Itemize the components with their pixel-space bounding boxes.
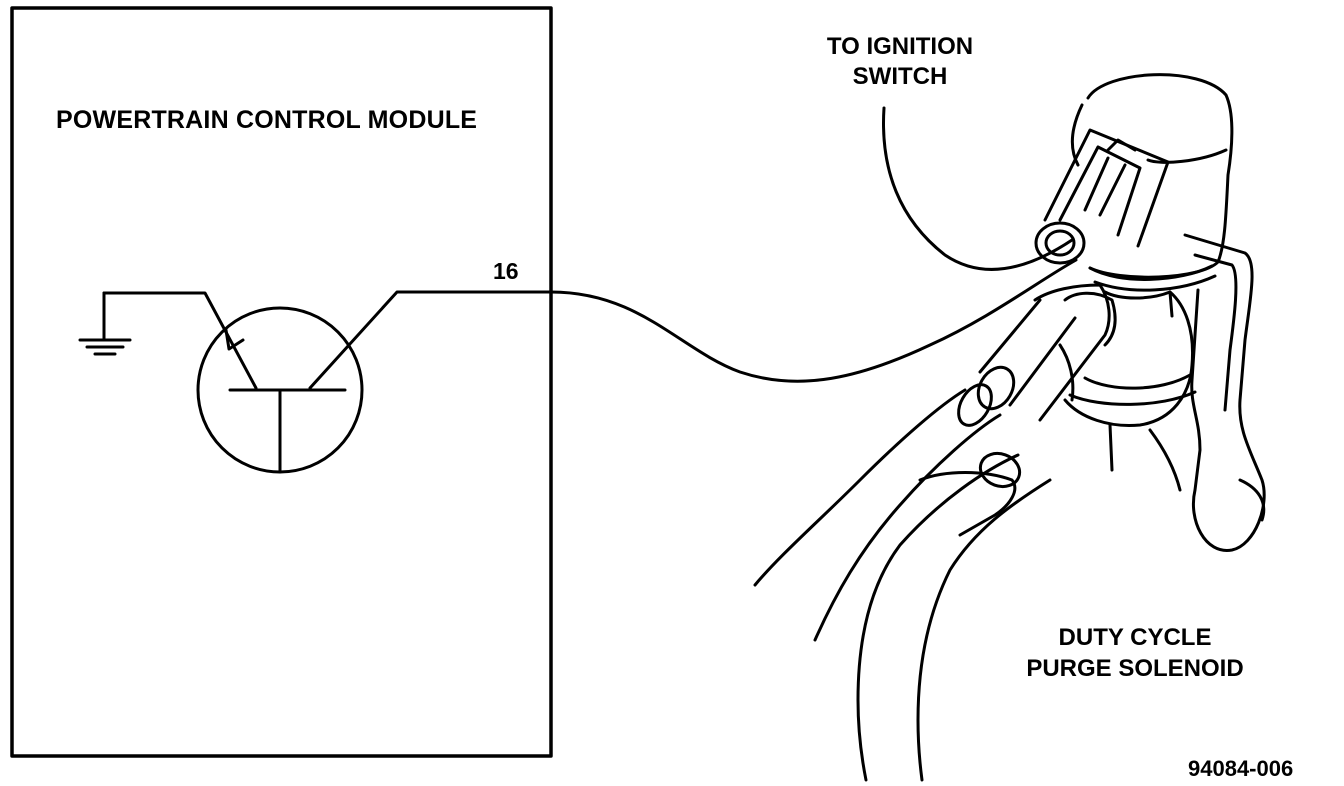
ignition-switch-label: TO IGNITION SWITCH bbox=[800, 32, 1000, 92]
pcm-title: POWERTRAIN CONTROL MODULE bbox=[56, 106, 478, 134]
ignition-wire bbox=[882, 106, 1074, 271]
ignition-line1: TO IGNITION bbox=[826, 33, 974, 60]
solenoid-line2: PURGE SOLENOID bbox=[1026, 655, 1244, 682]
purge-solenoid-illustration bbox=[753, 73, 1266, 782]
pin-number-label: 16 bbox=[493, 258, 519, 284]
transistor-symbol bbox=[102, 290, 553, 474]
purge-solenoid-label: DUTY CYCLE PURGE SOLENOID bbox=[1000, 622, 1270, 684]
figure-reference: 94084-006 bbox=[1188, 756, 1294, 781]
pcm-box bbox=[10, 6, 553, 758]
ground-symbol bbox=[78, 291, 132, 356]
solenoid-line1: DUTY CYCLE bbox=[1058, 624, 1212, 651]
ignition-line2: SWITCH bbox=[852, 63, 948, 90]
pin16-wire bbox=[549, 258, 1078, 383]
